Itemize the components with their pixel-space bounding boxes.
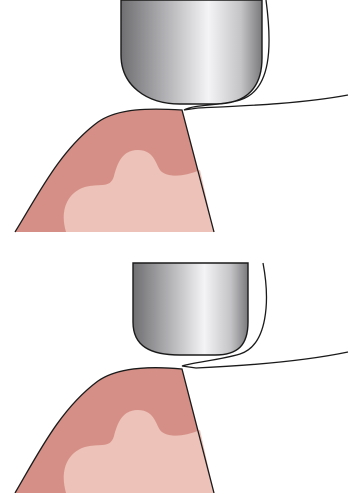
tissue-sample-icon [15,109,214,232]
top-panel [15,0,348,232]
metal-tip-icon [133,263,248,355]
tissue-sample-icon [15,368,214,493]
metal-tip-icon [121,0,262,104]
bottom-panel [15,263,348,493]
